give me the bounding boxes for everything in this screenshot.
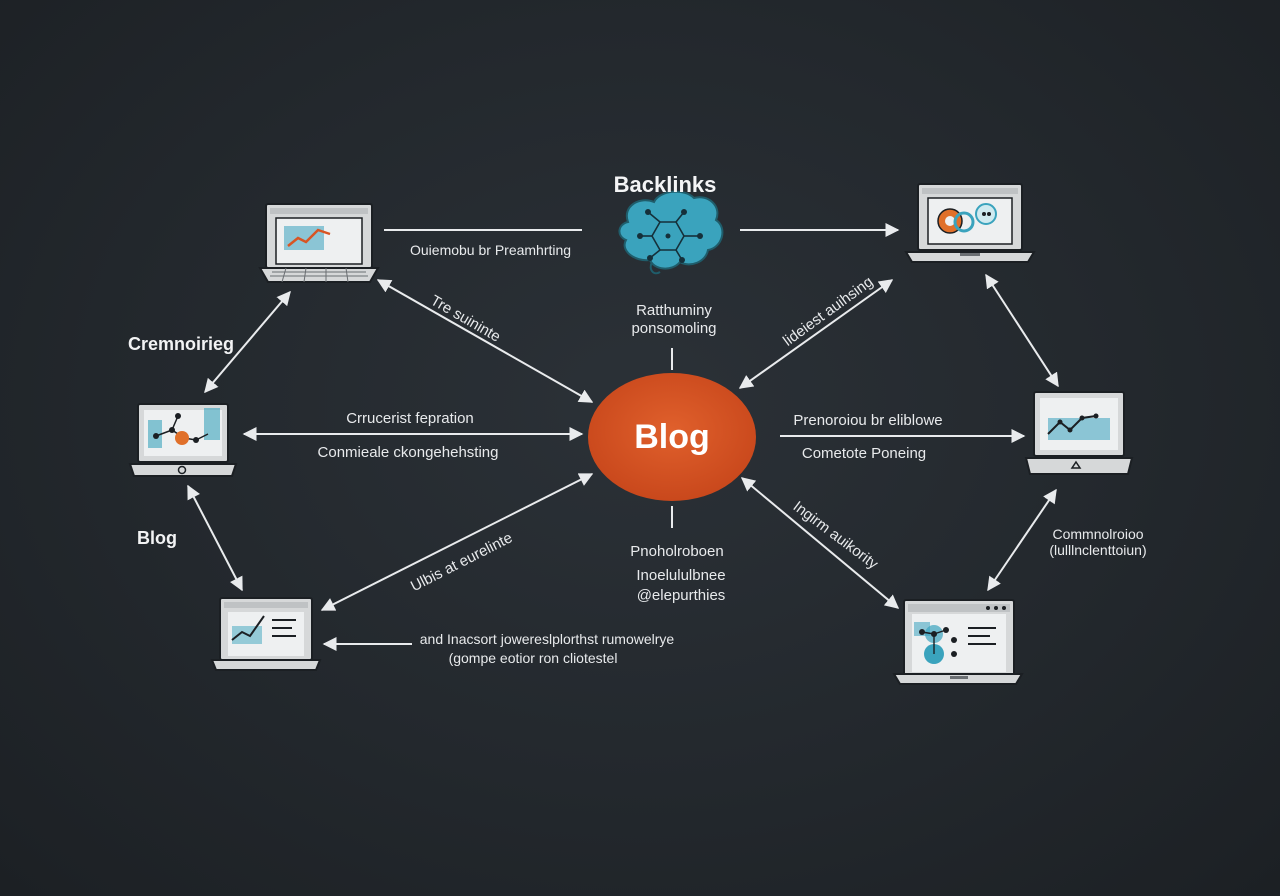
line-chart-icon xyxy=(287,228,331,247)
edge-topright-rightmid xyxy=(985,273,1059,388)
edge-label-bottom-center-line3: @elepurthies xyxy=(636,587,726,604)
edge-label-bottom-left-line2: (gompe eotior ron cliotestel xyxy=(448,650,618,666)
growth-chart-icon xyxy=(231,615,265,641)
edge-topleft-hub xyxy=(376,279,594,403)
edge-hub-bottomleft xyxy=(320,473,594,611)
edge-label-right-lower-line1: Commnolroioo xyxy=(1052,526,1144,542)
user-network-icon xyxy=(914,622,957,664)
edge-label-bottom-center-line1: Pnoholroboen xyxy=(630,543,724,560)
edge-label-right-middle-line2: Cometote Poneing xyxy=(801,445,927,462)
laptop-bottom-right xyxy=(892,599,1024,685)
edge-topright-hub xyxy=(738,279,894,389)
edge-label-bottom-left-line1: and Inacsort jowereslplorthst rumowelrye xyxy=(419,631,675,647)
laptop-top-right xyxy=(904,183,1036,263)
edge-label-right-lower-line2: (lulllnclenttoiun) xyxy=(1049,542,1147,558)
edge-label-top-left-horizontal: Ouiemobu br Preamhrting xyxy=(410,242,572,258)
edge-rightmid-bottomright xyxy=(987,488,1057,592)
edge-label-right-middle-line1: Prenoroiou br eliblowe xyxy=(793,412,943,429)
laptop-left-middle xyxy=(128,403,238,477)
edge-hub-bottomright xyxy=(740,477,900,609)
backlinks-title: Backlinks xyxy=(613,172,717,197)
hub-label: Blog xyxy=(634,418,710,456)
gears-icon xyxy=(937,203,997,234)
laptop-top-left xyxy=(258,203,380,283)
laptop-bottom-left xyxy=(210,597,322,671)
laptop-right-middle xyxy=(1024,391,1134,475)
edge-topleft-leftmid xyxy=(204,290,291,394)
backlinks-node-icon xyxy=(618,190,724,275)
edge-leftmid-bottomleft xyxy=(187,484,243,592)
edge-label-bottom-center-line2: Inoelululbnee xyxy=(636,567,726,584)
edge-label-left-middle-line1: Crrucerist fepration xyxy=(346,410,474,427)
backlinks-caption-line1: Ratthuminy xyxy=(636,302,712,319)
side-label-left-upper: Cremnoirieg xyxy=(128,334,235,354)
edge-label-left-middle-line2: Conmieale ckongehehsting xyxy=(317,444,499,461)
backlinks-caption-line2: ponsomoling xyxy=(631,320,717,337)
hub-ellipse xyxy=(588,373,756,501)
side-label-left-lower: Blog xyxy=(137,528,177,548)
